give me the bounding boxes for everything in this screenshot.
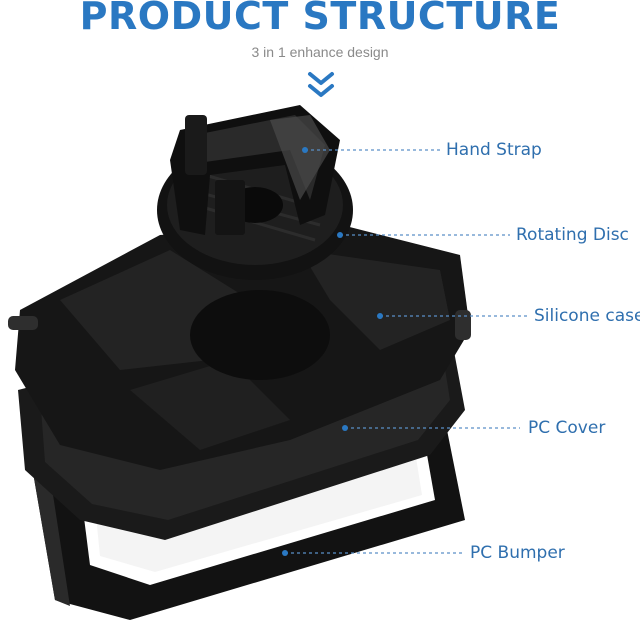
callout-pc-bumper: PC Bumper — [470, 543, 565, 563]
callout-hand-strap: Hand Strap — [446, 140, 542, 160]
callout-silicone-case: Silicone case — [534, 306, 640, 326]
callout-pc-cover: PC Cover — [528, 418, 606, 438]
chevron-down-icon — [308, 72, 334, 97]
page-subtitle: 3 in 1 enhance design — [251, 44, 389, 60]
silicone-case-layer — [8, 222, 471, 470]
callout-dots — [282, 147, 383, 556]
callout-lines — [285, 149, 528, 554]
hand-strap-layer — [170, 105, 340, 235]
callout-rotating-disc: Rotating Disc — [516, 225, 629, 245]
page-title: PRODUCT STRUCTURE — [79, 0, 561, 38]
